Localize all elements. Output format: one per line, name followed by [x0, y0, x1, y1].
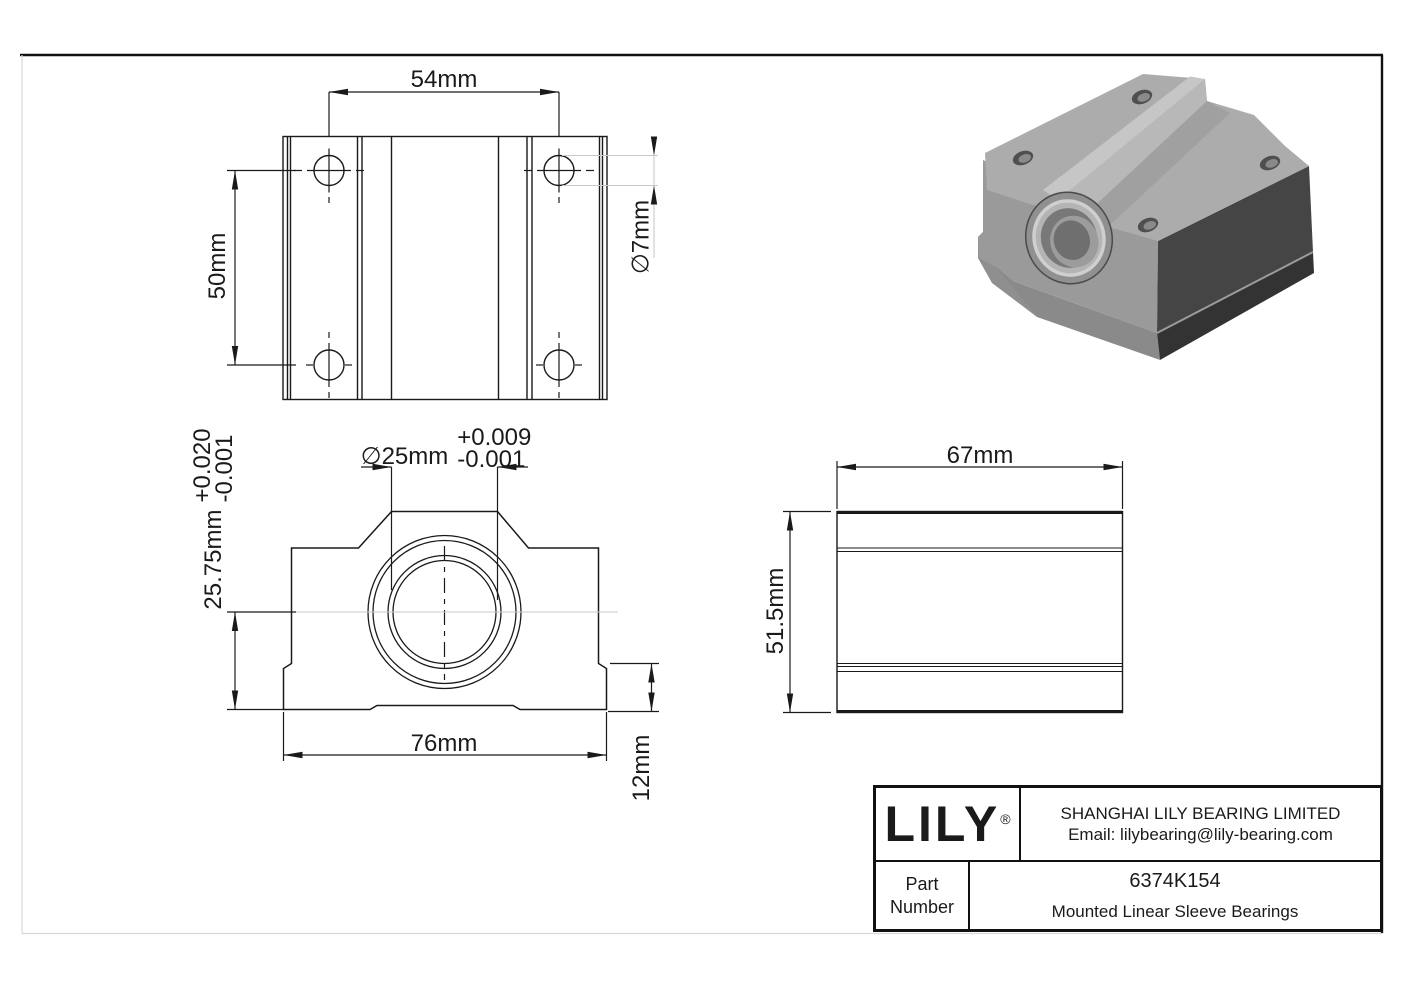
top-view [227, 88, 658, 401]
dim-label-515mm: 51.5mm [762, 567, 789, 655]
bore-tol-plus: +0.009 [457, 423, 532, 451]
iso-right-face [1157, 166, 1313, 333]
isometric-view [978, 74, 1314, 360]
dim-76mm-lines [282, 712, 608, 761]
iso-base-strip-face [996, 267, 1160, 360]
part-label-line1: Part [905, 873, 939, 894]
mounting-hole-bottom-right [536, 332, 582, 398]
part-label-line2: Number [889, 896, 955, 917]
side-view [783, 461, 1124, 714]
mounting-hole-bottom-left [306, 332, 352, 398]
company-cell: SHANGHAI LILY BEARING LIMITED Email: lil… [1021, 788, 1380, 860]
company-name: SHANGHAI LILY BEARING LIMITED [1060, 804, 1341, 823]
dim-7mm-lines [562, 136, 658, 258]
dim-label-25mm: ∅25mm +0.009 -0.001 [360, 423, 532, 473]
lily-logo: LILY® [884, 796, 1011, 852]
iso-hole-front-left [1012, 150, 1034, 166]
company-email: Email: lilybearing@lily-bearing.com [1068, 825, 1333, 844]
iso-right-base-face [1157, 252, 1314, 360]
dim-2575mm-lines [227, 611, 296, 711]
dim-label-76mm: 76mm [410, 730, 478, 757]
product-name: Mounted Linear Sleeve Bearings [1051, 901, 1299, 921]
dim-label-50mm: 50mm [204, 232, 231, 300]
iso-chamfer-left [1043, 76, 1205, 200]
dim-label-12mm: 12mm [628, 734, 655, 802]
dim-label-54mm: 54mm [410, 66, 478, 93]
iso-chamfer-right [1085, 101, 1230, 227]
logo-cell: LILY® [876, 788, 1021, 860]
registered-trademark-symbol: ® [1000, 811, 1011, 827]
part-number-cell: 6374K154 Mounted Linear Sleeve Bearings [970, 862, 1380, 929]
iso-bore [1024, 191, 1114, 285]
dim-12mm-lines [608, 662, 659, 713]
center-height-value: 25.75mm [200, 509, 227, 610]
dim-label-67mm: 67mm [946, 442, 1014, 469]
iso-hole-back-right [1259, 155, 1281, 171]
center-height-tol-minus: -0.001 [211, 434, 238, 503]
iso-top-raised-band [1058, 79, 1207, 215]
bore-tol-minus: -0.001 [457, 446, 526, 473]
dim-50mm-lines [227, 169, 296, 366]
title-block: LILY® SHANGHAI LILY BEARING LIMITED Emai… [873, 785, 1383, 932]
dim-label-7mm: ∅7mm [627, 199, 655, 275]
dim-label-2575mm: 25.75mm +0.020 -0.001 [189, 428, 238, 610]
dim-515mm-lines [783, 510, 831, 714]
part-number-label-cell: Part Number [876, 862, 970, 929]
mounting-hole-top-left [294, 148, 364, 203]
iso-hole-front-right [1137, 217, 1159, 233]
iso-hole-back-left [1131, 89, 1153, 105]
mounting-hole-top-right [524, 148, 594, 203]
dim-54mm-lines [328, 88, 560, 137]
part-number: 6374K154 [1129, 869, 1221, 892]
dim-67mm-lines [836, 461, 1124, 509]
front-view [227, 463, 659, 761]
bore-dim-value: ∅25mm [360, 443, 449, 471]
dim-25mm-lines [361, 463, 528, 600]
